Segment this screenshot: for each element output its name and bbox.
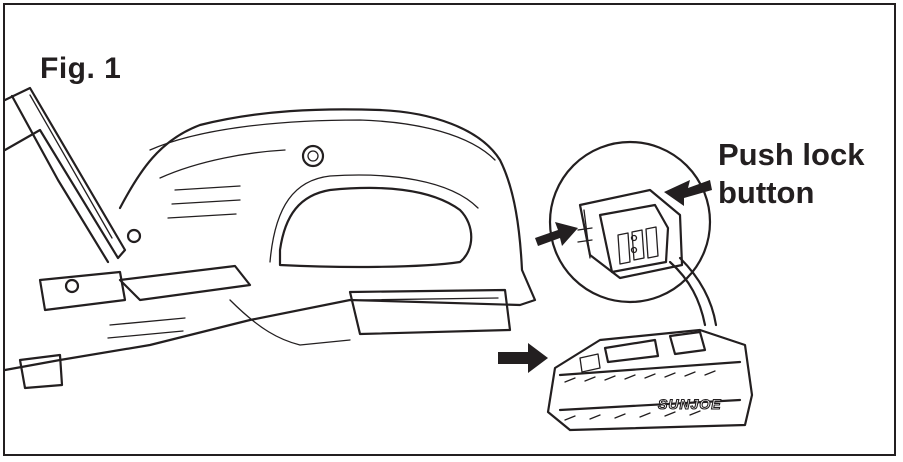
battery-pack: SUNJOE — [546, 328, 754, 432]
figure-frame — [3, 3, 896, 456]
lock-button-arrow-right — [664, 180, 712, 206]
magnified-connector-view — [548, 140, 718, 327]
callout-line-1: Push lock — [718, 137, 865, 172]
push-lock-callout: Push lock button — [718, 136, 864, 212]
insert-direction-arrow — [498, 343, 548, 373]
hedge-trimmer-illustration — [3, 86, 537, 390]
callout-line-2: button — [718, 175, 815, 210]
figure-label: Fig. 1 — [40, 52, 122, 85]
battery-brand-label: SUNJOE — [658, 396, 722, 412]
lock-button-arrow-left — [535, 222, 578, 246]
